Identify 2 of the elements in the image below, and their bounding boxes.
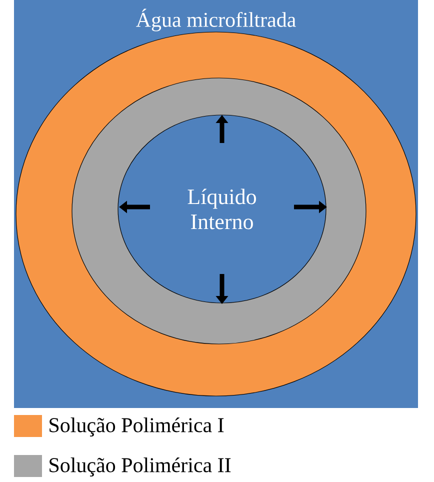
legend-label: Solução Polimérica II <box>50 457 231 477</box>
legend-label: Solução Polimérica I <box>50 417 224 437</box>
